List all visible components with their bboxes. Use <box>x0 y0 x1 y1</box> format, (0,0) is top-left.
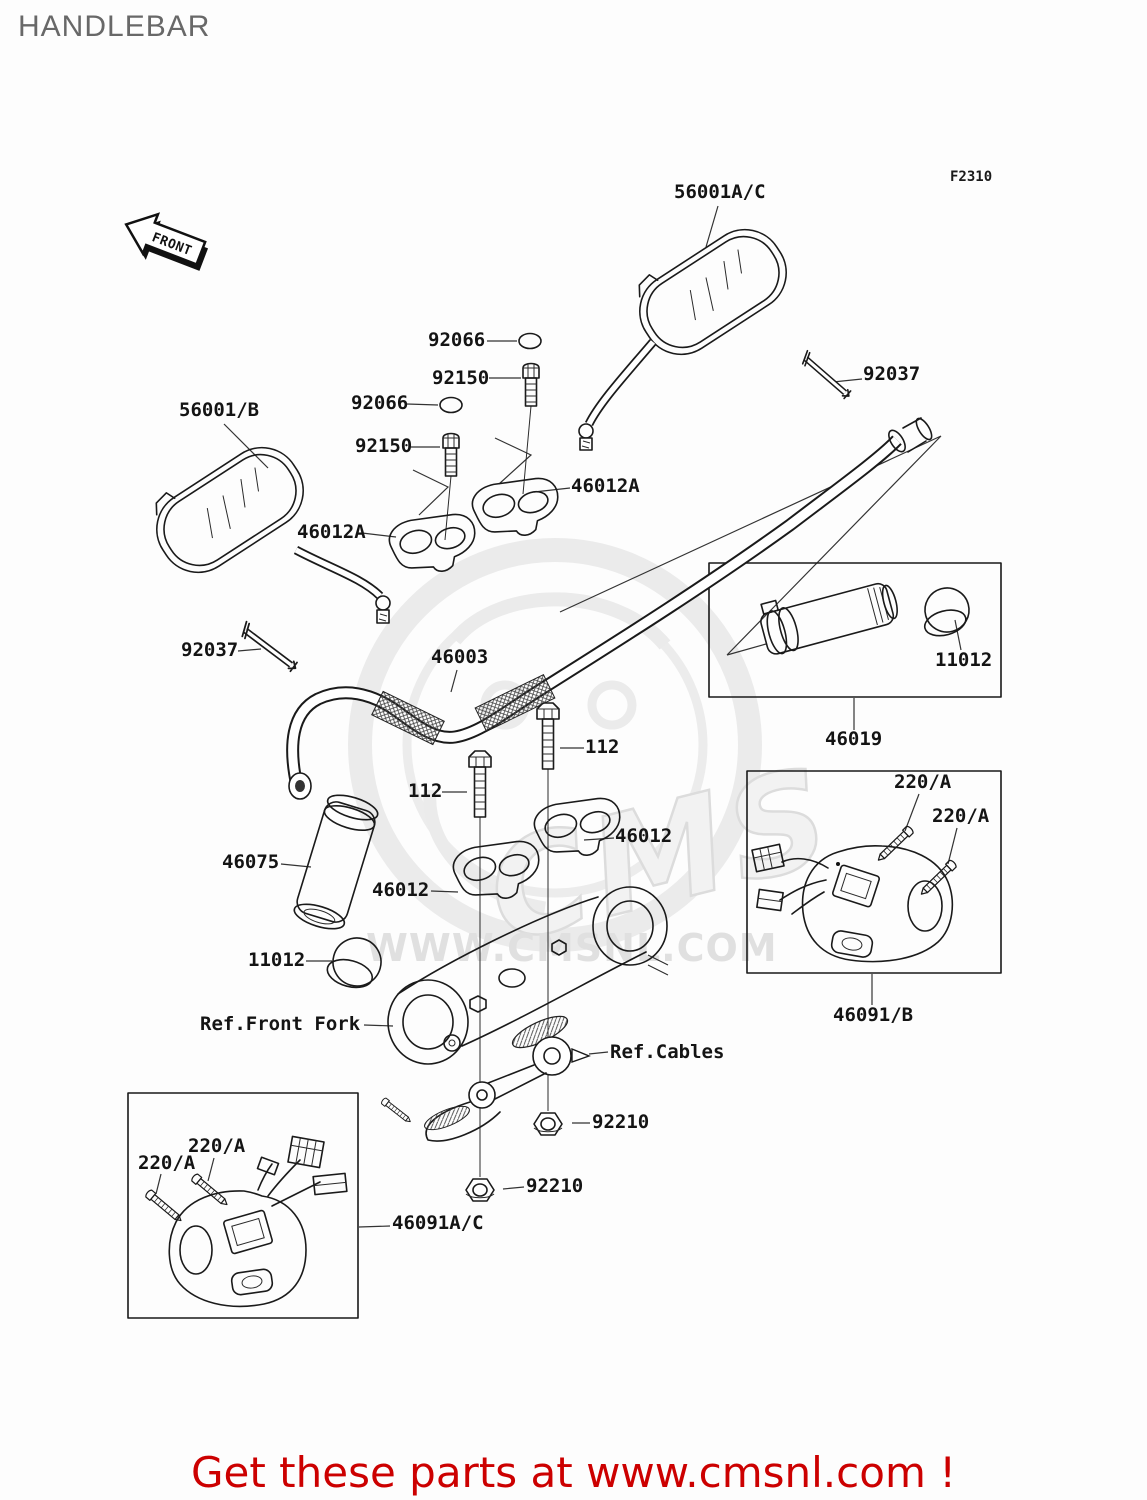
page-title: HANDLEBAR <box>18 10 211 43</box>
mirror-left <box>137 425 391 624</box>
part-label-56001b: 56001/B <box>179 399 260 421</box>
part-label-56001ac: 56001A/C <box>674 181 766 203</box>
switch-housing-right <box>751 824 958 963</box>
screw-92037-left <box>238 622 300 674</box>
part-label-92210-lower: 92210 <box>526 1175 584 1197</box>
bolt-112-left <box>468 750 492 818</box>
part-label-46003: 46003 <box>431 646 489 668</box>
part-label-46012-left: 46012 <box>372 879 430 901</box>
part-label-112-right: 112 <box>585 736 620 758</box>
part-label-92150-left: 92150 <box>355 435 413 457</box>
part-label-92066-left: 92066 <box>351 392 409 414</box>
cap-11012-left <box>326 937 382 989</box>
nut-92210-upper <box>533 1112 563 1136</box>
part-label-46012-right: 46012 <box>615 825 673 847</box>
part-label-220a-right-2: 220/A <box>932 805 990 827</box>
part-label-46019: 46019 <box>825 728 883 750</box>
part-label-92150-top: 92150 <box>432 367 490 389</box>
cable-bracket <box>380 1015 591 1142</box>
screw-220a-left-2 <box>189 1172 231 1209</box>
figure-code: F2310 <box>950 169 993 185</box>
washer-92066-left <box>439 396 463 414</box>
fork-bridge <box>387 886 669 1065</box>
part-label-220a-right-1: 220/A <box>894 771 952 793</box>
part-label-92037-right: 92037 <box>863 363 921 385</box>
handlebar-tube <box>286 417 933 800</box>
screw-220a-right-1 <box>874 824 915 865</box>
bolt-92150-left <box>442 432 460 477</box>
part-label-46091b: 46091/B <box>833 1004 914 1026</box>
part-label-92066-top: 92066 <box>428 329 486 351</box>
part-label-92210-upper: 92210 <box>592 1111 650 1133</box>
part-label-46075: 46075 <box>222 851 280 873</box>
front-arrow: FRONT <box>124 212 209 271</box>
ref-label-front-fork: Ref.Front Fork <box>200 1013 361 1035</box>
bolt-92150-top <box>522 362 540 407</box>
bolt-112-right <box>536 702 560 770</box>
part-label-220a-left-2: 220/A <box>138 1152 196 1174</box>
part-label-11012-left: 11012 <box>248 949 306 971</box>
grip-tube-46075 <box>293 794 379 930</box>
cmsnl-banner: Get these parts at www.cmsnl.com ! <box>190 1448 957 1497</box>
screw-92037-right <box>799 351 854 401</box>
grip-assembly-box <box>708 562 1002 698</box>
part-label-220a-left-1: 220/A <box>188 1135 246 1157</box>
part-label-11012-right: 11012 <box>935 649 993 671</box>
nut-92210-lower <box>465 1178 495 1202</box>
switch-left-box <box>127 1092 359 1319</box>
clamp-46012a-right <box>467 467 568 549</box>
part-label-46012a-left: 46012A <box>297 521 366 543</box>
part-label-46012a-right: 46012A <box>571 475 640 497</box>
ref-label-cables: Ref.Cables <box>610 1041 725 1063</box>
watermark-url-text: WWW.CMSNL.COM <box>366 926 778 970</box>
washer-92066-top <box>518 332 542 350</box>
grip-assembly-46019 <box>760 582 970 655</box>
part-label-112-left: 112 <box>408 780 443 802</box>
mirror-right <box>578 207 802 451</box>
switch-right-box <box>746 770 1002 974</box>
part-label-92037-left: 92037 <box>181 639 239 661</box>
switch-housing-left <box>143 1135 348 1308</box>
cap-11012-right <box>923 587 970 637</box>
part-label-46091ac: 46091A/C <box>392 1212 484 1234</box>
